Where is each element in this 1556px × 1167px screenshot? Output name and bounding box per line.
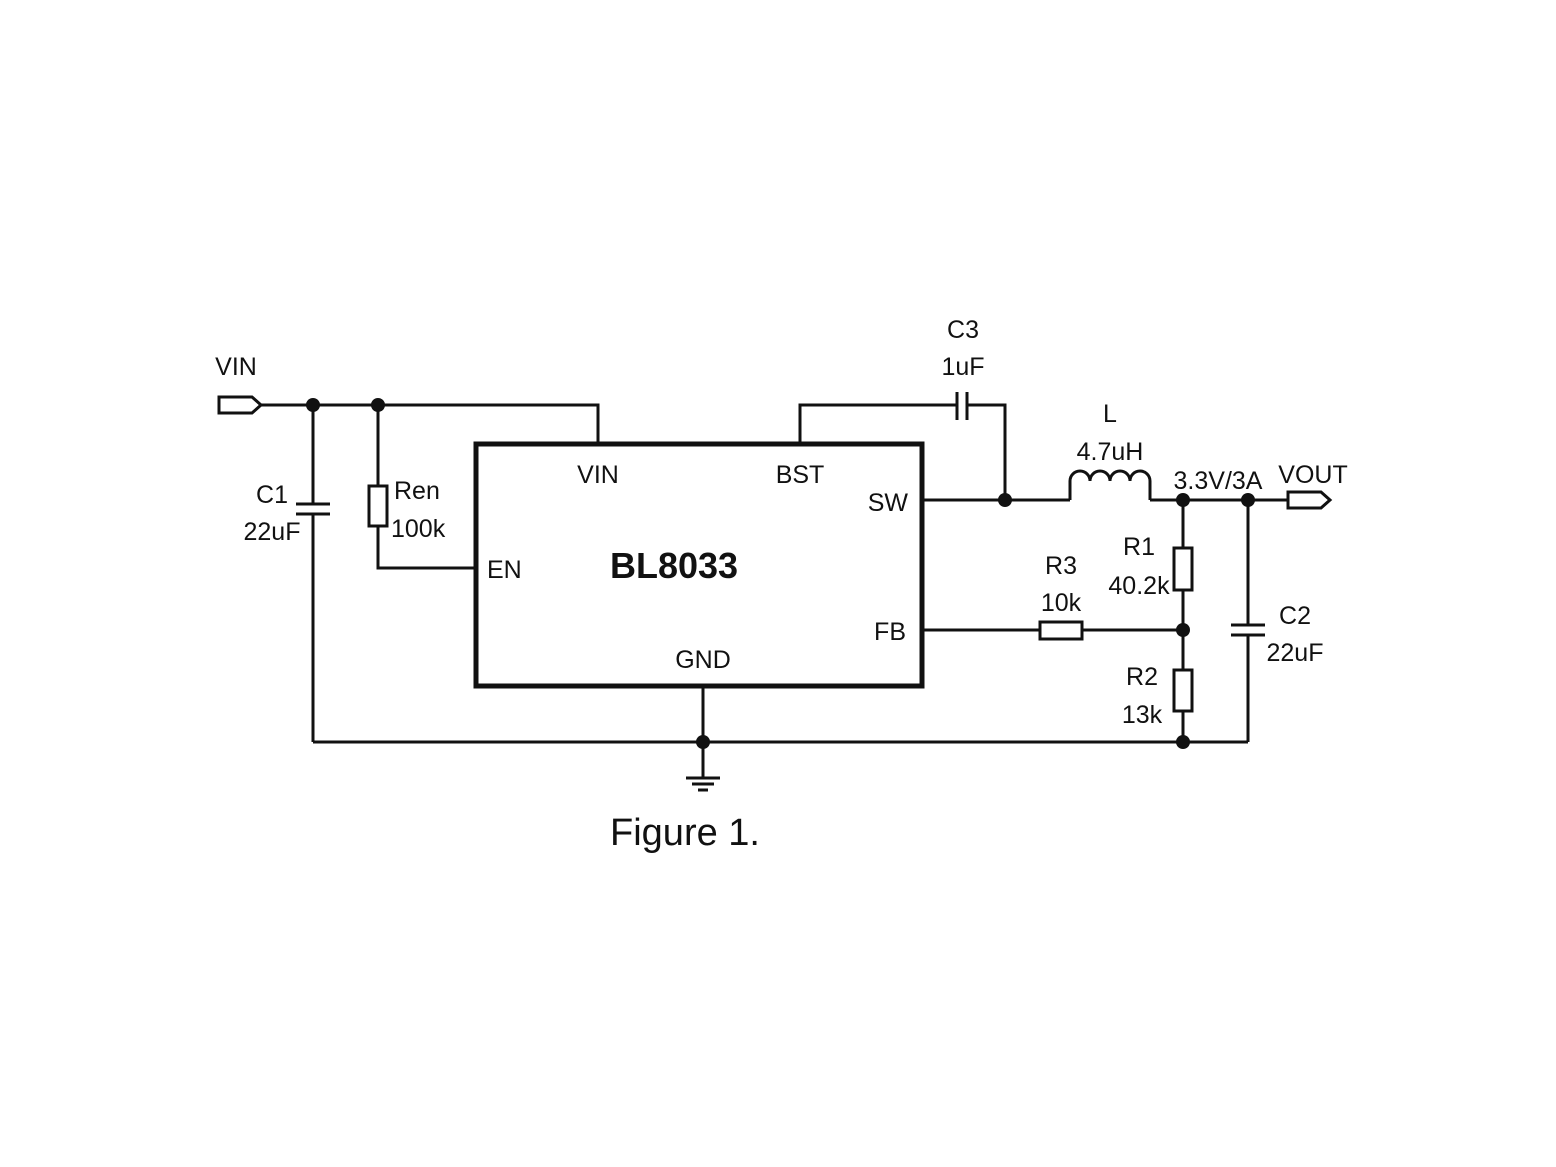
figure-caption: Figure 1. (610, 812, 760, 854)
resistor-r1: R1 40.2k (1108, 533, 1194, 600)
inductor-l: L 4.7uH (1068, 400, 1152, 500)
vin-port-label: VIN (215, 353, 257, 381)
pin-en-label: EN (487, 556, 522, 584)
ground-icon (686, 776, 720, 792)
c2-ref: C2 (1279, 602, 1311, 630)
junction-dot (998, 493, 1012, 507)
c1-value: 22uF (244, 518, 301, 546)
ic-body (473, 441, 925, 689)
r3-ref: R3 (1045, 552, 1077, 580)
junction-dots (306, 398, 1255, 749)
c3-ref: C3 (947, 316, 979, 344)
capacitor-c2: C2 22uF (1231, 602, 1323, 667)
ic-name: BL8033 (610, 545, 738, 586)
capacitor-c1: C1 22uF (244, 481, 330, 546)
junction-dot (696, 735, 710, 749)
r3-value: 10k (1041, 589, 1082, 617)
resistor-r2: R2 13k (1122, 663, 1194, 729)
wires (260, 403, 1288, 778)
l-ref: L (1103, 400, 1117, 428)
junction-dot (371, 398, 385, 412)
capacitor-c3: C3 1uF (941, 316, 985, 420)
r1-value: 40.2k (1108, 572, 1170, 600)
c1-ref: C1 (256, 481, 288, 509)
pin-fb-label: FB (874, 618, 906, 646)
resistor-r3: R3 10k (1038, 552, 1084, 641)
junction-dot (1176, 735, 1190, 749)
c3-value: 1uF (941, 353, 984, 381)
vout-port-label: VOUT (1278, 461, 1347, 489)
vin-port: VIN (215, 353, 264, 415)
pin-bst-label: BST (776, 461, 825, 489)
pin-sw-label: SW (868, 489, 909, 517)
ren-ref: Ren (394, 477, 440, 505)
junction-dot (1176, 493, 1190, 507)
ren-value: 100k (391, 515, 446, 543)
vout-port: VOUT (1278, 461, 1348, 510)
r1-ref: R1 (1123, 533, 1155, 561)
output-rating-label: 3.3V/3A (1174, 467, 1263, 495)
l-value: 4.7uH (1077, 438, 1144, 466)
resistor-ren: Ren 100k (367, 477, 446, 543)
pin-gnd-label: GND (675, 646, 731, 674)
r2-ref: R2 (1126, 663, 1158, 691)
pin-vin-label: VIN (577, 461, 619, 489)
r2-value: 13k (1122, 701, 1163, 729)
junction-dot (1241, 493, 1255, 507)
junction-dot (1176, 623, 1190, 637)
c2-value: 22uF (1267, 639, 1324, 667)
junction-dot (306, 398, 320, 412)
